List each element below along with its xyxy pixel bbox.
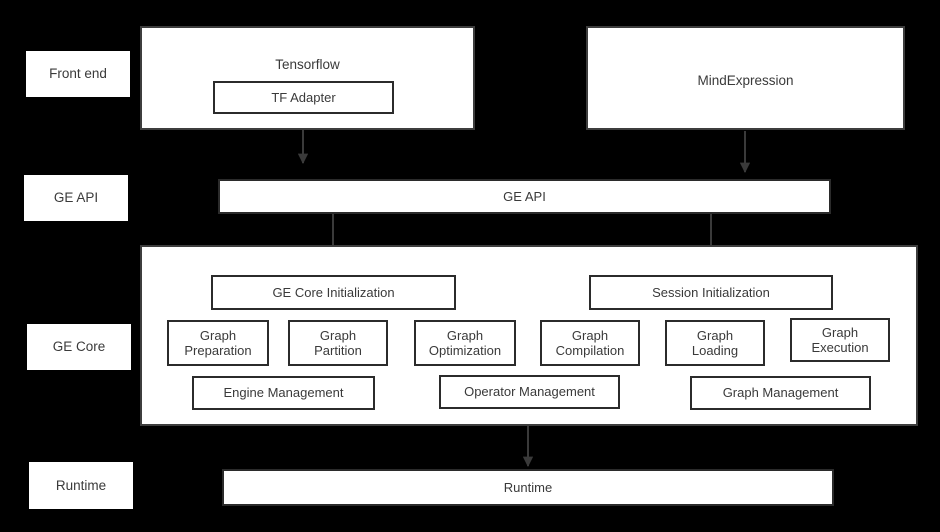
lane-label-ge-core: GE Core [27,324,131,370]
mindexpression-panel[interactable]: MindExpression [586,26,905,130]
ge-api-bar-label: GE API [503,188,546,204]
ge-core-initialization-label: GE Core Initialization [272,284,395,300]
operator-management-box[interactable]: Operator Management [439,375,620,409]
lane-label-ge-core-text: GE Core [52,339,106,355]
graph-compilation-label: Graph Compilation [555,327,625,358]
tensorflow-panel[interactable]: Tensorflow [140,26,475,130]
runtime-bar[interactable]: Runtime [222,469,834,506]
tf-adapter-label: TF Adapter [271,89,336,105]
graph-compilation-box[interactable]: Graph Compilation [540,320,640,366]
graph-optimization-label: Graph Optimization [428,327,502,358]
session-initialization-label: Session Initialization [652,284,770,300]
lane-label-front-end-text: Front end [49,66,107,82]
engine-management-box[interactable]: Engine Management [192,376,375,410]
graph-management-box[interactable]: Graph Management [690,376,871,410]
lane-label-front-end: Front end [26,51,130,97]
lane-label-runtime: Runtime [29,462,133,509]
lane-label-ge-api: GE API [24,175,128,221]
graph-execution-label: Graph Execution [811,324,869,355]
graph-optimization-box[interactable]: Graph Optimization [414,320,516,366]
graph-preparation-box[interactable]: Graph Preparation [167,320,269,366]
session-initialization-box[interactable]: Session Initialization [589,275,833,310]
graph-management-label: Graph Management [722,385,839,401]
graph-partition-label: Graph Partition [314,327,362,358]
graph-loading-label: Graph Loading [691,327,739,358]
tensorflow-panel-title: Tensorflow [275,57,340,72]
graph-partition-box[interactable]: Graph Partition [288,320,388,366]
graph-loading-box[interactable]: Graph Loading [665,320,765,366]
graph-preparation-label: Graph Preparation [184,327,252,358]
runtime-bar-label: Runtime [503,479,553,495]
lane-label-ge-api-text: GE API [53,190,99,206]
engine-management-label: Engine Management [223,385,344,401]
mindexpression-panel-title: MindExpression [697,73,794,88]
lane-label-runtime-text: Runtime [55,477,107,493]
ge-core-initialization-box[interactable]: GE Core Initialization [211,275,456,310]
operator-management-label: Operator Management [464,384,595,400]
graph-execution-box[interactable]: Graph Execution [790,318,890,362]
tf-adapter-box[interactable]: TF Adapter [213,81,394,114]
ge-api-bar[interactable]: GE API [218,179,831,214]
